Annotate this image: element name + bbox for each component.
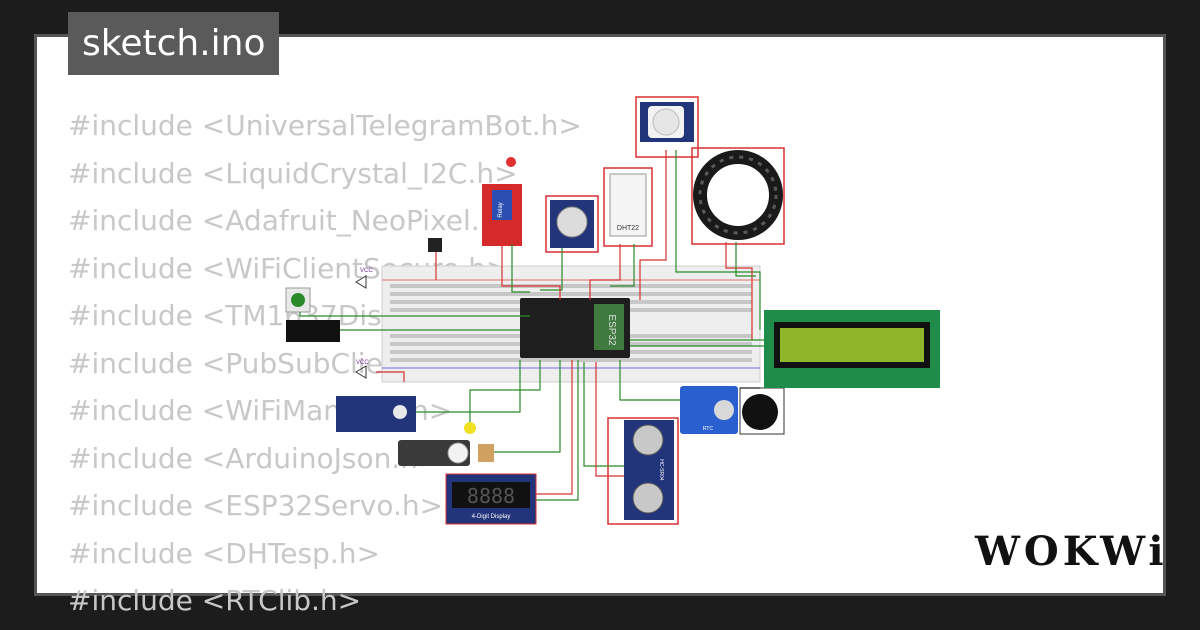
wires — [299, 150, 764, 501]
lcd-display[interactable] — [764, 310, 940, 388]
potentiometer[interactable] — [545, 195, 599, 253]
code-line: #include <ArduinoJson.h> — [68, 441, 442, 475]
display-label: 4-Digit Display — [472, 514, 511, 520]
rtc-module[interactable]: RTC — [680, 386, 738, 434]
sr04-label: HC-SR04 — [658, 459, 664, 481]
file-tab[interactable]: sketch.ino — [68, 12, 280, 75]
esp32-board[interactable]: ESP32 — [520, 298, 630, 358]
buzzer[interactable] — [739, 387, 785, 435]
slide-switch[interactable] — [428, 238, 442, 252]
servo-motor[interactable] — [398, 440, 494, 466]
vcc-label-top: VCC — [360, 268, 373, 274]
code-line: #include <Adafruit_NeoPixel.h> — [68, 204, 521, 237]
seven-segment-display[interactable]: 8888 4-Digit Display — [445, 473, 537, 525]
yellow-led[interactable] — [464, 422, 476, 434]
ldr-module[interactable] — [336, 396, 416, 432]
vcc-label-bottom: VCC — [356, 360, 369, 366]
push-button[interactable] — [285, 287, 311, 313]
pir-sensor[interactable] — [635, 96, 699, 158]
code-line: #include <LiquidCrystal_I2C.h> — [68, 156, 518, 190]
wokwi-logo: WOKWi — [975, 528, 1168, 575]
code-line: #include <DHTesp.h> — [68, 536, 380, 570]
code-line: #include <UniversalTelegramBot.h> — [68, 109, 582, 142]
relay-module[interactable]: Relay — [482, 157, 522, 246]
dht22-label: DHT22 — [617, 225, 639, 232]
rtc-label: RTC — [703, 426, 714, 432]
dip-switch[interactable] — [286, 320, 340, 342]
code-line: #include <ESP32Servo.h> — [68, 489, 444, 522]
vcc-marker: VCC VCC — [355, 268, 373, 379]
seg-digits: 8888 — [467, 484, 515, 508]
code-line: #include <RTClib.h> — [68, 584, 362, 617]
relay-label: Relay — [498, 202, 504, 217]
esp32-label: ESP32 — [606, 314, 617, 346]
ultrasonic-sensor[interactable]: HC-SR04 — [607, 417, 679, 525]
dht22-sensor[interactable]: DHT22 — [603, 167, 653, 247]
neopixel-ring[interactable] — [691, 147, 785, 245]
